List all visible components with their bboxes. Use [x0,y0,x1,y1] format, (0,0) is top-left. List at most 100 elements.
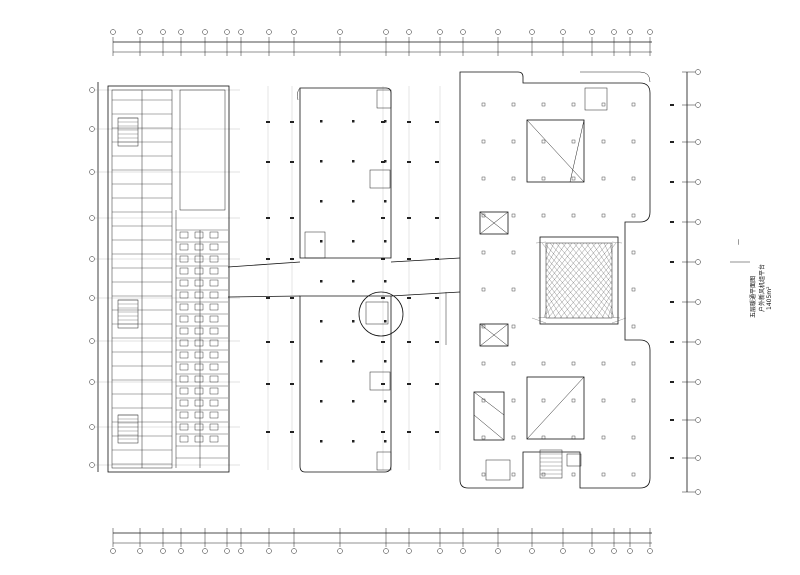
hatch [531,317,547,324]
equipment-box [179,411,189,419]
grid-marker [381,341,385,343]
grid-marker [407,341,411,343]
atrium-north-diag [526,119,585,183]
duct-link [390,291,461,297]
grid-bubble [238,29,244,35]
service-shaft [473,391,505,441]
hatch [611,317,627,324]
hatch [545,244,611,319]
hatch [555,242,613,309]
grid-bubble [89,256,95,262]
hatch [545,262,593,319]
column [541,435,546,440]
grid-marker [407,297,411,299]
grid-marker [670,261,674,263]
hatch [545,242,549,255]
hatch [589,286,613,319]
grid-marker [290,258,294,260]
equipment-box [179,399,189,407]
grid-marker [266,161,270,163]
grid-bubble [291,29,297,35]
column [631,287,636,292]
grid-bubble [437,548,443,554]
grid-bubble [529,29,535,35]
grid-marker [266,121,270,123]
stair [117,414,139,444]
grid-marker [266,258,270,260]
equipment-box [179,279,189,287]
grid-marker [670,457,674,459]
equipment-box [179,363,189,371]
column [320,320,323,323]
grid-marker [381,431,385,433]
equipment-box [179,387,189,395]
column [541,472,546,477]
duct-link [227,261,301,268]
grid-marker [266,341,270,343]
column [631,398,636,403]
column [384,400,387,403]
grid-bubble [695,417,701,423]
middle-shaft-mid [369,169,391,189]
column [352,160,355,163]
hatch [545,268,587,319]
equipment-box [194,231,204,239]
equipment-box [209,435,219,443]
grid-marker [266,217,270,219]
column [601,435,606,440]
shaft-x [473,391,505,416]
equipment-box [194,351,204,359]
equipment-box [179,375,189,383]
grid-marker [435,297,439,299]
column [384,280,387,283]
equipment-box [209,267,219,275]
hatch [545,242,579,285]
hatch [595,292,613,319]
equipment-box [194,327,204,335]
grid-bubble [383,29,389,35]
column [320,240,323,243]
column [320,360,323,363]
grid-bubble [695,339,701,345]
column [384,320,387,323]
grid-bubble [202,29,208,35]
column [541,102,546,107]
column [511,213,516,218]
hatch [611,310,615,319]
hatch [567,242,613,297]
grid-bubble [110,548,116,554]
grid-bubble [695,455,701,461]
column [352,120,355,123]
grid-marker [670,301,674,303]
grid-bubble [695,259,701,265]
equipment-box [209,291,219,299]
equipment-box [209,363,219,371]
grid-marker [670,221,674,223]
column [571,213,576,218]
hatch [597,242,613,267]
equipment-box [179,243,189,251]
grid-marker [290,217,294,219]
grid-bubble [611,548,617,554]
column [631,176,636,181]
grid-bubble [560,29,566,35]
elevator-core-north [479,211,509,235]
equipment-box [209,231,219,239]
equipment-box [209,423,219,431]
grid-bubble [89,295,95,301]
detail-callout-circle [358,291,404,337]
equipment-box [179,255,189,263]
grid-bubble [695,139,701,145]
hatch [611,316,621,319]
column [320,280,323,283]
middle-block-lower [299,295,392,473]
right-block-outline [459,71,651,489]
column [571,435,576,440]
hatch [545,242,609,315]
equipment-box [209,243,219,251]
grid-bubble [137,29,143,35]
grid-marker [290,383,294,385]
middle-room [304,231,326,259]
column [541,213,546,218]
area-label: 1405m² [766,286,773,310]
